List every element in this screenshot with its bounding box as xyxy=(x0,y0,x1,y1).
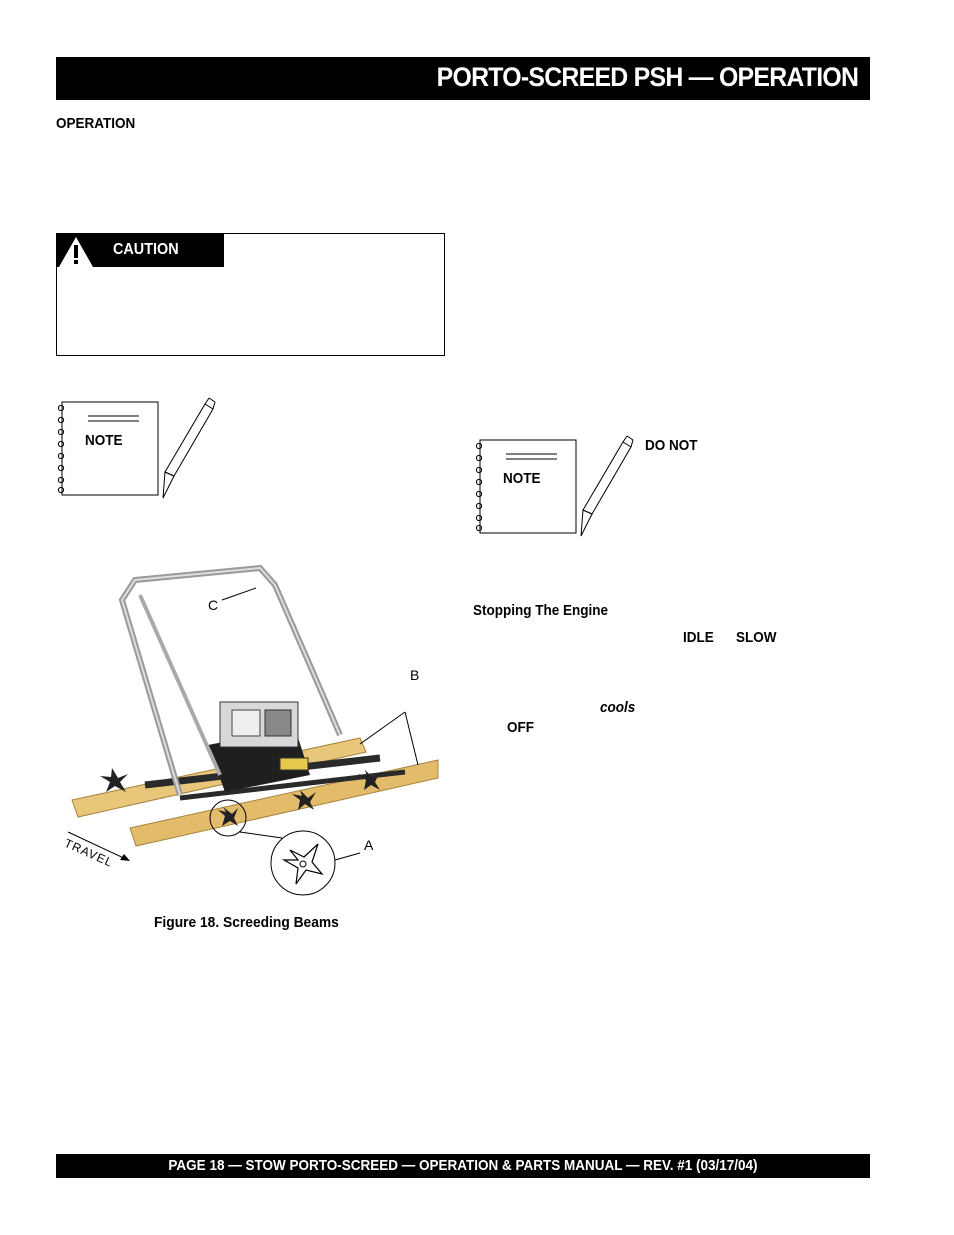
note2-emphasis: DO NOT xyxy=(645,437,698,454)
stopping-cools: cools xyxy=(600,699,636,716)
stopping-heading: Stopping The Engine xyxy=(473,602,608,619)
figure-caption: Figure 18. Screeding Beams xyxy=(154,914,339,931)
caution-header: CAUTION xyxy=(57,234,224,267)
figure-label-a: A xyxy=(364,837,374,853)
caution-label: CAUTION xyxy=(113,241,179,258)
stopping-off: OFF xyxy=(507,719,534,736)
section-heading: OPERATION xyxy=(56,115,136,132)
note-notebook-icon xyxy=(57,397,216,499)
page-header: PORTO-SCREED PSH — OPERATION xyxy=(56,57,870,100)
stopping-idle: IDLE xyxy=(683,629,714,646)
warning-triangle-icon xyxy=(59,237,93,267)
figure-label-c: C xyxy=(208,597,219,613)
stopping-slow: SLOW xyxy=(736,629,777,646)
note1-label: NOTE xyxy=(85,432,123,449)
page-title: PORTO-SCREED PSH — OPERATION xyxy=(436,62,858,92)
figure-label-b: B xyxy=(410,667,420,683)
footer-text: PAGE 18 — STOW PORTO-SCREED — OPERATION … xyxy=(168,1157,758,1174)
note-notebook-icon xyxy=(475,435,634,537)
note2-label: NOTE xyxy=(503,470,541,487)
page-footer: PAGE 18 — STOW PORTO-SCREED — OPERATION … xyxy=(56,1154,870,1178)
caution-box: CAUTION xyxy=(56,233,445,356)
screeding-beams-figure xyxy=(67,564,439,896)
